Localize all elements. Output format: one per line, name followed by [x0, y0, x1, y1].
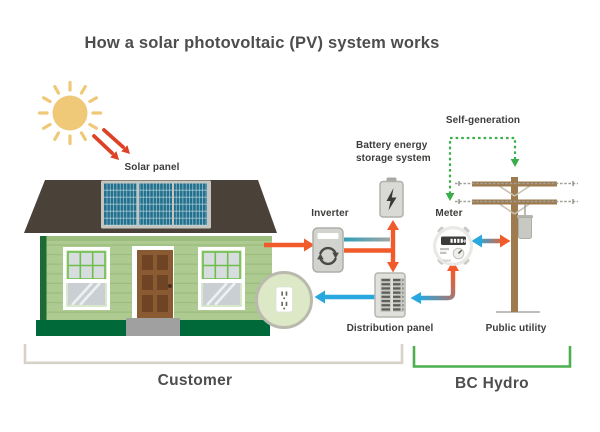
flow-inverter-to-battery-and-panel: [344, 220, 399, 273]
doorstep: [126, 318, 180, 336]
bc-hydro-zone-label: BC Hydro: [455, 375, 529, 392]
battery-label-line1: Battery energy: [356, 140, 428, 151]
house-icon: [24, 180, 277, 336]
battery-label: Battery energy storage system: [356, 140, 431, 165]
public-utility-label: Public utility: [485, 323, 547, 334]
battery-icon: [379, 177, 404, 218]
window-left: [63, 247, 110, 310]
flow-meter-pole-twoway: [471, 234, 511, 248]
sunlight-arrows-icon: [92, 128, 130, 160]
door-icon: [132, 246, 174, 320]
flow-panel-to-outlet: [314, 290, 375, 304]
inverter-icon: [312, 227, 344, 273]
transformer-icon: [517, 204, 533, 239]
inverter-label: Inverter: [311, 208, 349, 219]
window-right: [198, 247, 245, 310]
sun-icon: [37, 80, 103, 146]
distribution-panel-label: Distribution panel: [346, 323, 434, 334]
flow-house-to-inverter: [264, 238, 315, 252]
utility-pole-icon: [455, 177, 578, 313]
customer-bracket: [23, 344, 404, 365]
solar-panel-icon: [101, 180, 211, 229]
meter-label: Meter: [435, 208, 463, 219]
outlet-icon: [255, 271, 313, 329]
page-title: How a solar photovoltaic (PV) system wor…: [84, 34, 440, 52]
bc-hydro-bracket: [412, 346, 572, 368]
flow-panel-meter: [410, 260, 459, 304]
self-generation-dotted-arrows: [445, 136, 520, 201]
meter-icon: [433, 226, 473, 266]
self-generation-label: Self-generation: [445, 115, 521, 126]
distribution-panel-icon: [374, 272, 406, 318]
battery-label-line2: storage system: [356, 152, 431, 164]
customer-zone-label: Customer: [157, 372, 233, 389]
solar-panel-label: Solar panel: [124, 162, 180, 173]
